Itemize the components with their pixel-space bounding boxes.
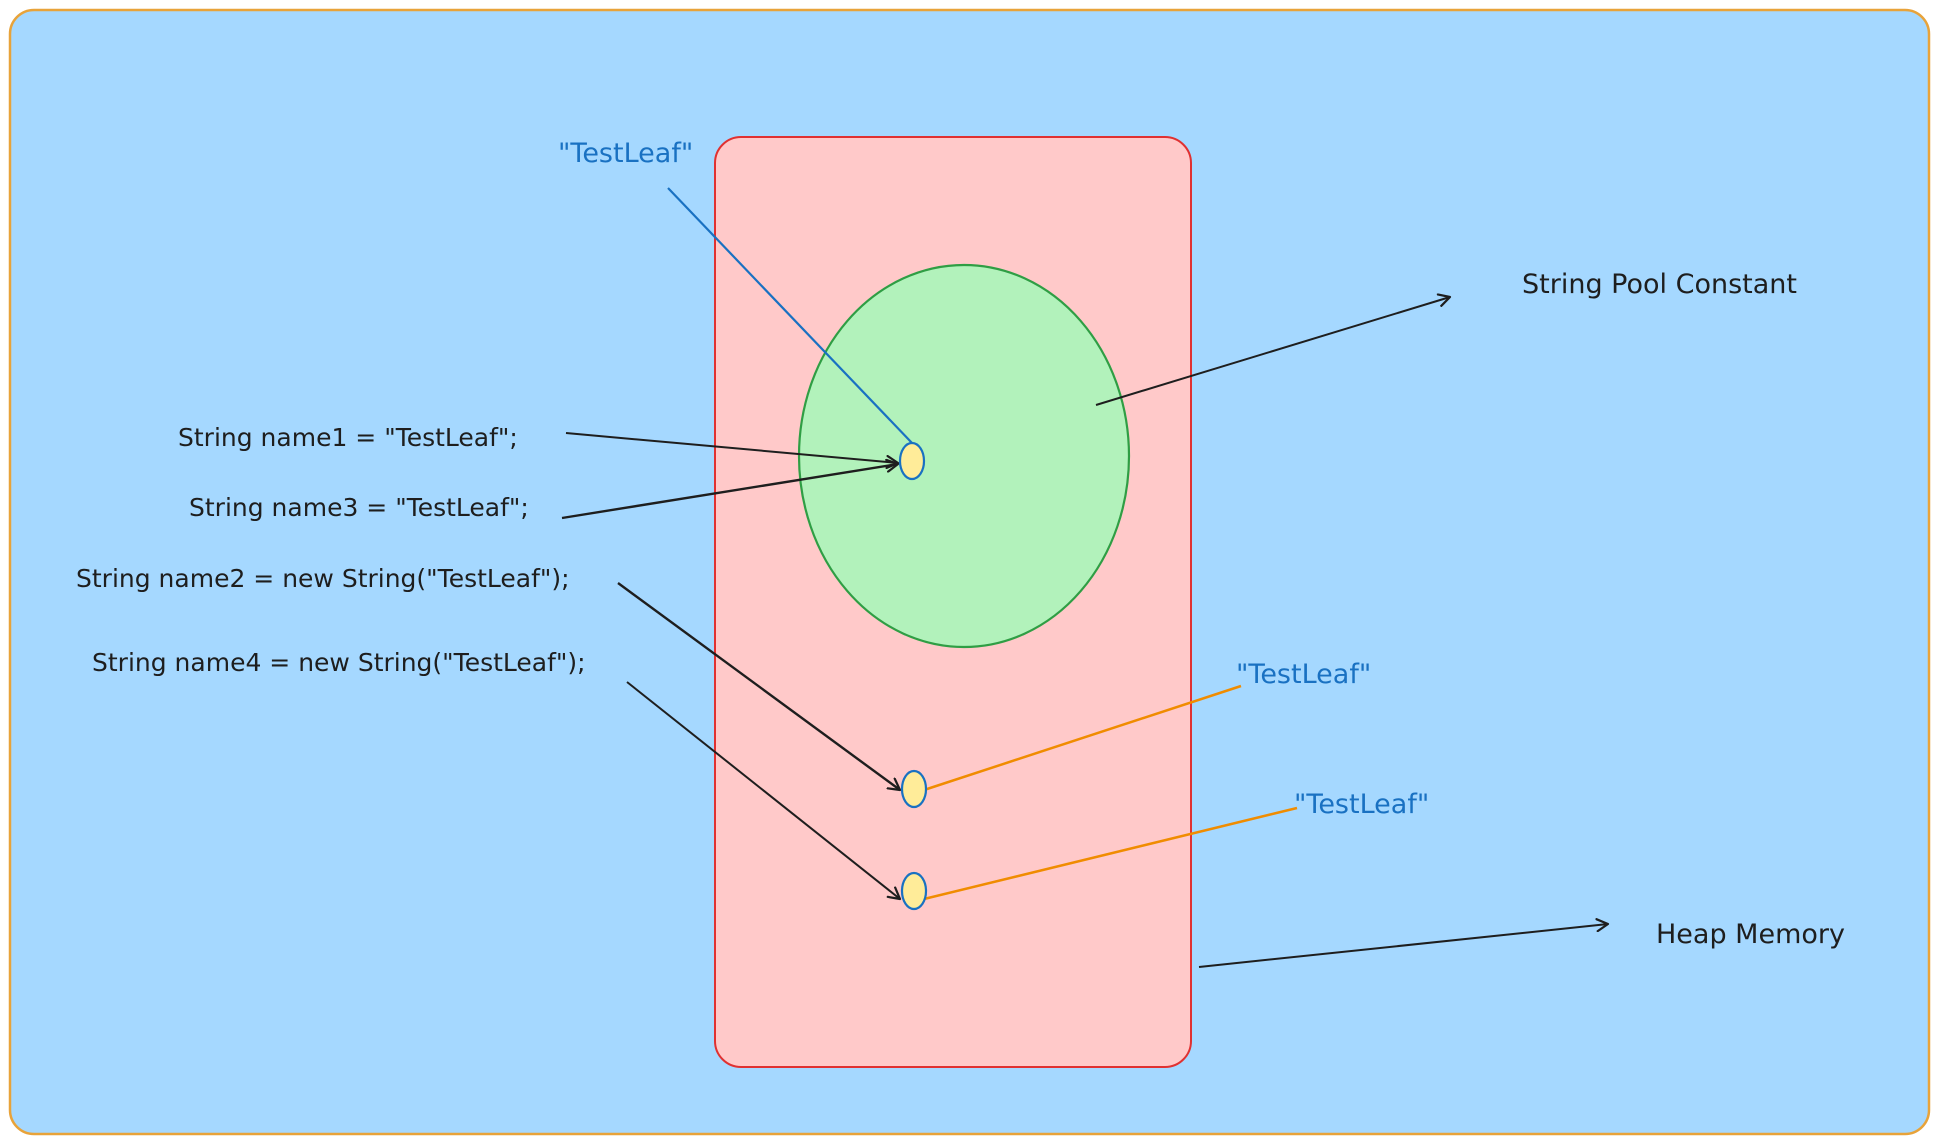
string-pool-region (797, 263, 1131, 649)
pool-literal-label: "TestLeaf" (558, 138, 693, 169)
code-line-name2: String name2 = new String("TestLeaf"); (76, 564, 570, 593)
code-line-name1: String name1 = "TestLeaf"; (178, 423, 518, 452)
name1-reference-arrow (565, 432, 898, 463)
heap-string-object-1 (900, 769, 928, 809)
name3-reference-arrow (561, 464, 898, 520)
name2-reference-arrow (617, 582, 900, 790)
code-line-name4: String name4 = new String("TestLeaf"); (92, 648, 586, 677)
string-pool-label-arrow (1095, 297, 1450, 406)
heap-memory-label-arrow (1198, 924, 1608, 968)
heap-literal-1-connector (923, 684, 1242, 792)
pool-literal-connector (667, 187, 913, 444)
heap-literal-label-2: "TestLeaf" (1294, 789, 1429, 820)
pool-string-object (898, 441, 926, 481)
name4-reference-arrow (626, 681, 900, 899)
code-line-name3: String name3 = "TestLeaf"; (189, 493, 529, 522)
heap-literal-2-connector (923, 806, 1298, 901)
heap-string-object-2 (900, 871, 928, 911)
heap-memory-label: Heap Memory (1656, 919, 1845, 950)
heap-literal-label-1: "TestLeaf" (1236, 659, 1371, 690)
string-pool-constant-label: String Pool Constant (1522, 269, 1797, 300)
